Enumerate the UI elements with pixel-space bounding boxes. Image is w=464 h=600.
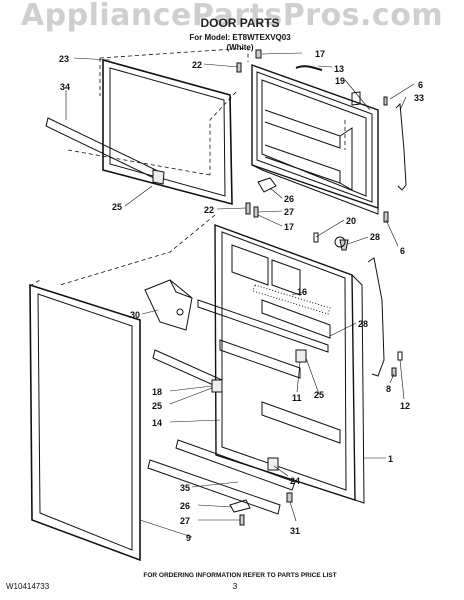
callout-label: 31	[290, 526, 300, 536]
callout-label: 19	[335, 76, 345, 86]
callout-label: 22	[192, 60, 202, 70]
callout-label: 28	[358, 319, 368, 329]
door-shelves	[147, 284, 331, 515]
callout-label: 1	[388, 454, 393, 464]
callout-label: 26	[180, 501, 190, 511]
callout-label: 6	[400, 246, 405, 256]
fresh-food-gasket	[29, 283, 141, 562]
leader-lines	[65, 52, 415, 538]
callout-label: 34	[60, 82, 70, 92]
watermark: AppliancePartsPros.com	[20, 0, 444, 33]
dairy-bin	[144, 279, 193, 331]
callout-label: 18	[152, 387, 162, 397]
callout-label: 17	[315, 49, 325, 59]
callout-label: 23	[59, 54, 69, 64]
callout-label: 17	[284, 222, 294, 232]
page-number: 3	[232, 582, 238, 591]
diagram-title: DOOR PARTS	[200, 16, 280, 30]
freezer-door-gasket	[102, 58, 233, 206]
callout-labels: 23 34 25 22 17 13 19 6 33 26 22 27 17 20…	[59, 49, 424, 543]
callout-label: 8	[386, 384, 391, 394]
callout-label: 24	[290, 476, 300, 486]
callout-label: 6	[418, 80, 423, 90]
document-number: W10414733	[6, 582, 50, 591]
callout-label: 11	[292, 393, 302, 403]
callout-label: 30	[130, 310, 140, 320]
callout-label: 26	[284, 194, 294, 204]
callout-label: 14	[152, 418, 162, 428]
freezer-hinge-bracket	[257, 177, 277, 193]
callout-label: 13	[334, 64, 344, 74]
callout-label: 25	[152, 401, 162, 411]
fresh-food-door	[214, 223, 365, 504]
assembly-guide-lines	[29, 47, 346, 287]
callout-label: 33	[414, 93, 424, 103]
model-line: For Model: ET8WTEXVQ03	[189, 33, 291, 42]
freezer-trim-strip	[45, 117, 165, 185]
ordering-note: FOR ORDERING INFORMATION REFER TO PARTS …	[143, 572, 337, 579]
lower-hinge-bracket	[229, 499, 251, 513]
callout-label: 9	[186, 533, 191, 543]
callout-label: 28	[370, 232, 380, 242]
callout-label: 27	[180, 516, 190, 526]
color-line: (White)	[226, 43, 254, 52]
freezer-door	[251, 64, 379, 215]
callout-label: 27	[284, 207, 294, 217]
callout-label: 16	[297, 287, 307, 297]
callout-label: 20	[346, 216, 356, 226]
freezer-handle	[295, 65, 407, 223]
callout-label: 25	[112, 202, 122, 212]
callout-label: 35	[180, 483, 190, 493]
fresh-food-handle	[313, 232, 403, 377]
callout-label: 12	[400, 401, 410, 411]
callout-label: 22	[204, 205, 214, 215]
callout-label: 25	[314, 390, 324, 400]
